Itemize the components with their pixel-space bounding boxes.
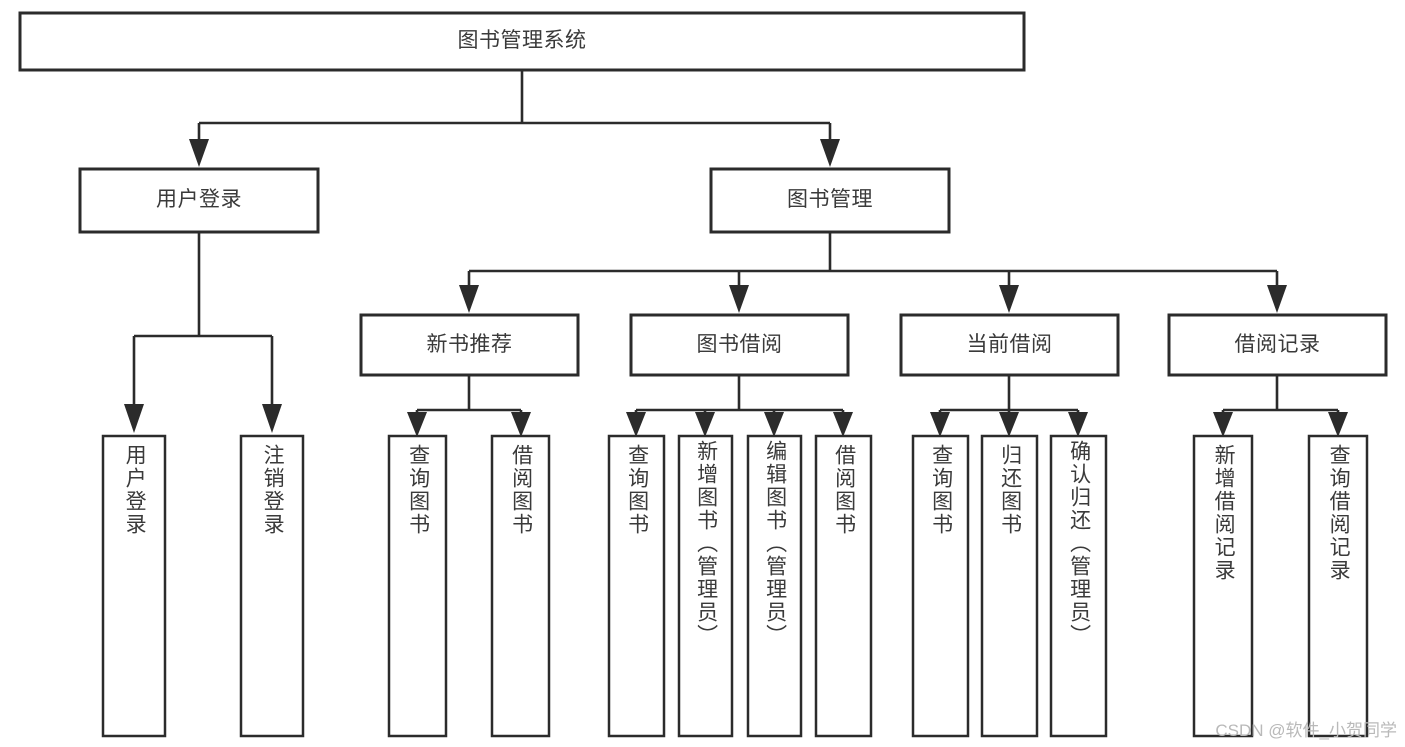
arrowhead-leaf-9	[930, 412, 950, 437]
node-leaf-13-rect[interactable]	[1307, 434, 1369, 738]
arrowhead-leaf-10	[999, 412, 1019, 437]
arrowhead-current	[999, 285, 1019, 313]
arrowhead-leaf-13	[1328, 412, 1348, 437]
node-current-rect[interactable]	[899, 313, 1120, 377]
arrowhead-newbook	[459, 285, 479, 313]
node-leaf-12-rect[interactable]	[1192, 434, 1254, 738]
node-leaf-5-rect[interactable]	[607, 434, 666, 738]
arrowhead-leaf-6	[695, 412, 715, 437]
node-bookmgmt-rect[interactable]	[709, 167, 951, 234]
arrowhead-leaf-7	[764, 412, 784, 437]
arrowhead-leaf-5	[626, 412, 646, 437]
node-root-rect[interactable]	[18, 11, 1026, 72]
node-login-rect[interactable]	[78, 167, 320, 234]
arrowhead-leaf-12	[1213, 412, 1233, 437]
arrowhead-leaf-3	[407, 412, 427, 437]
node-leaf-6-rect[interactable]	[677, 434, 734, 738]
arrowhead-borrow	[729, 285, 749, 313]
node-leaf-10-rect[interactable]	[980, 434, 1039, 738]
node-leaf-9-rect[interactable]	[911, 434, 970, 738]
arrowhead-leaf-11	[1068, 412, 1088, 437]
node-leaf-7-rect[interactable]	[746, 434, 803, 738]
arrowhead-bookmgmt	[820, 139, 840, 167]
node-leaf-2-rect[interactable]	[239, 434, 305, 738]
arrowhead-leaf-2	[262, 404, 282, 433]
arrowhead-leaf-4	[511, 412, 531, 437]
node-leaf-3-rect[interactable]	[387, 434, 448, 738]
arrowhead-leaf-1	[124, 404, 144, 433]
node-leaf-4-rect[interactable]	[490, 434, 551, 738]
csdn-watermark: CSDN @软件_小贺同学	[1215, 721, 1397, 740]
node-leaf-1-rect[interactable]	[101, 434, 167, 738]
arrowhead-login	[189, 139, 209, 167]
node-records-rect[interactable]	[1167, 313, 1388, 377]
arrowhead-records	[1267, 285, 1287, 313]
arrowhead-leaf-8	[833, 412, 853, 437]
node-newbook-rect[interactable]	[359, 313, 580, 377]
node-leaf-11-rect[interactable]	[1049, 434, 1108, 738]
node-leaf-8-rect[interactable]	[814, 434, 873, 738]
node-borrow-rect[interactable]	[629, 313, 850, 377]
